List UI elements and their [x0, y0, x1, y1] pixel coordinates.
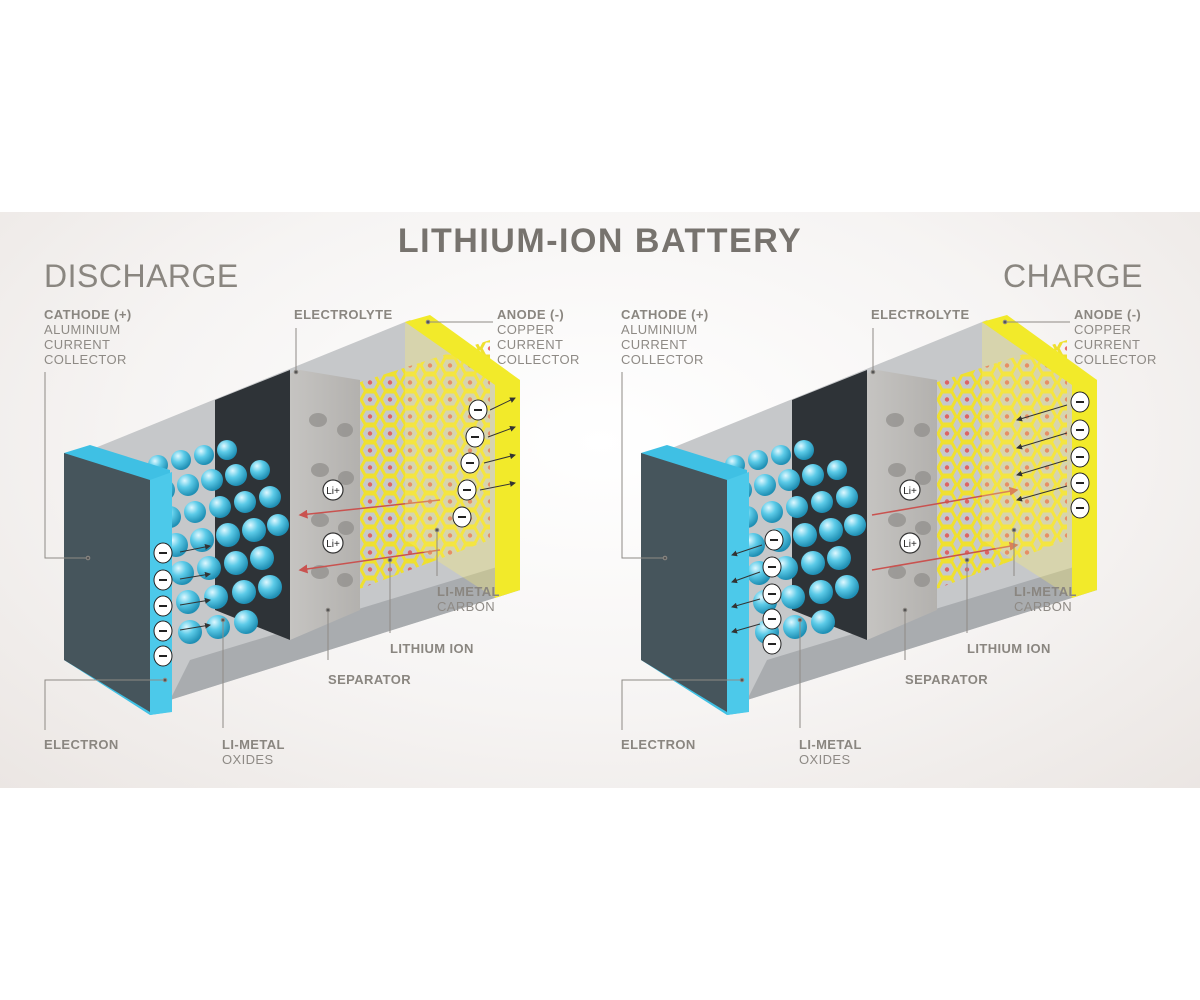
anode-label: ANODE (-) COPPER CURRENT COLLECTOR — [497, 307, 580, 367]
cathode-label: CATHODE (+) ALUMINIUM CURRENT COLLECTOR — [621, 307, 709, 367]
electron-markers-cathode — [762, 529, 784, 655]
cathode-spheres — [125, 440, 289, 644]
cathode-outer-face — [641, 453, 727, 712]
electron-markers-anode — [452, 399, 488, 528]
charge-title: CHARGE — [1003, 258, 1143, 294]
electrolyte-label: ELECTROLYTE — [294, 307, 393, 322]
discharge-battery: Li+ Li+ — [44, 315, 520, 730]
cathode-label: CATHODE (+) ALUMINIUM CURRENT COLLECTOR — [44, 307, 132, 367]
anode-label: ANODE (-) COPPER CURRENT COLLECTOR — [1074, 307, 1157, 367]
main-title: LITHIUM-ION BATTERY — [397, 222, 803, 260]
electron-label: ELECTRON — [621, 737, 696, 752]
li-metal-oxides-label: LI-METAL OXIDES — [222, 737, 285, 767]
separator-label: SEPARATOR — [328, 672, 412, 687]
li-metal-oxides-label: LI-METAL OXIDES — [799, 737, 862, 767]
lithium-ion-label: LITHIUM ION — [390, 641, 474, 656]
anode-collector — [405, 315, 520, 598]
separator-label: SEPARATOR — [905, 672, 989, 687]
electron-markers-anode — [1070, 391, 1090, 519]
li-ion-marker: Li+ — [899, 532, 921, 554]
svg-text:Li+: Li+ — [903, 486, 917, 497]
discharge-title: DISCHARGE — [44, 258, 239, 294]
casing-floor — [170, 560, 520, 700]
svg-text:Li+: Li+ — [326, 539, 340, 550]
electrolyte-label: ELECTROLYTE — [871, 307, 970, 322]
electron-markers-cathode — [153, 542, 173, 667]
svg-text:Li+: Li+ — [903, 539, 917, 550]
li-metal-carbon-label: LI-METAL CARBON — [1014, 584, 1077, 614]
electron-label: ELECTRON — [44, 737, 119, 752]
lithium-ion-label: LITHIUM ION — [967, 641, 1051, 656]
charge-battery: Li+ Li+ — [621, 315, 1097, 730]
li-ion-marker: Li+ — [899, 479, 921, 501]
li-ion-marker: Li+ — [322, 479, 344, 501]
casing-floor — [747, 560, 1097, 700]
li-ion-marker: Li+ — [322, 532, 344, 554]
svg-text:Li+: Li+ — [326, 486, 340, 497]
li-metal-carbon-label: LI-METAL CARBON — [437, 584, 500, 614]
cathode-outer-face — [64, 453, 150, 712]
